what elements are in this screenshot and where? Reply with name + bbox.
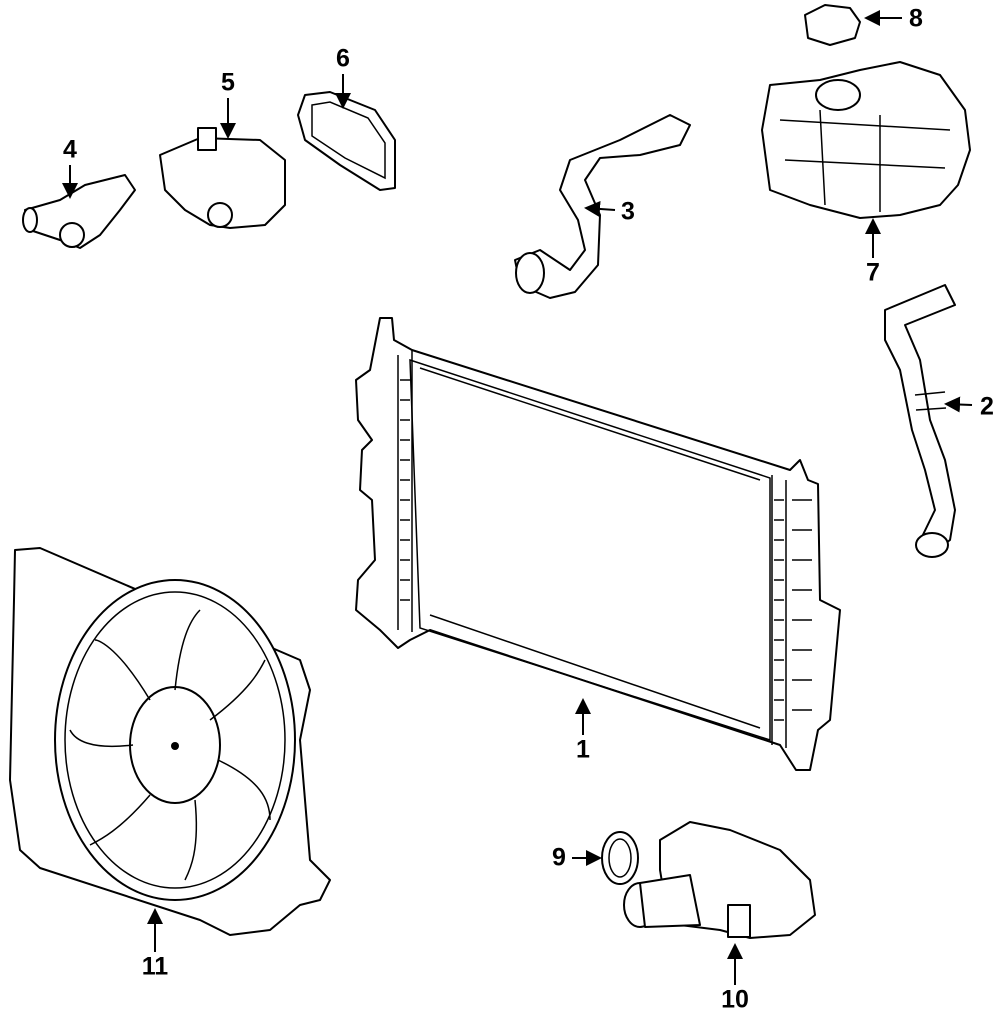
callout-5: 5 <box>221 68 235 97</box>
reservoir-cap <box>804 4 861 46</box>
callout-6: 6 <box>336 44 350 73</box>
callout-4: 4 <box>63 135 77 164</box>
callout-7: 7 <box>866 258 880 287</box>
outlet-housing <box>22 174 136 249</box>
callout-8: 8 <box>909 4 923 33</box>
radiator <box>355 317 841 771</box>
leader-2 <box>944 396 973 413</box>
callout-11: 11 <box>141 952 169 981</box>
upper-hose <box>514 114 691 299</box>
gasket <box>297 91 396 191</box>
callout-10: 10 <box>721 985 749 1014</box>
leader-lines <box>62 10 973 985</box>
callout-9: 9 <box>552 843 566 872</box>
seal-ring <box>601 831 639 885</box>
thermostat-housing <box>159 127 286 229</box>
callout-2: 2 <box>980 392 994 421</box>
lower-hose <box>884 284 956 558</box>
leader-3 <box>584 200 616 217</box>
fan-assembly <box>9 547 331 936</box>
callout-3: 3 <box>621 197 635 226</box>
reservoir <box>761 61 971 219</box>
water-pump <box>623 821 816 939</box>
callout-1: 1 <box>576 735 590 764</box>
